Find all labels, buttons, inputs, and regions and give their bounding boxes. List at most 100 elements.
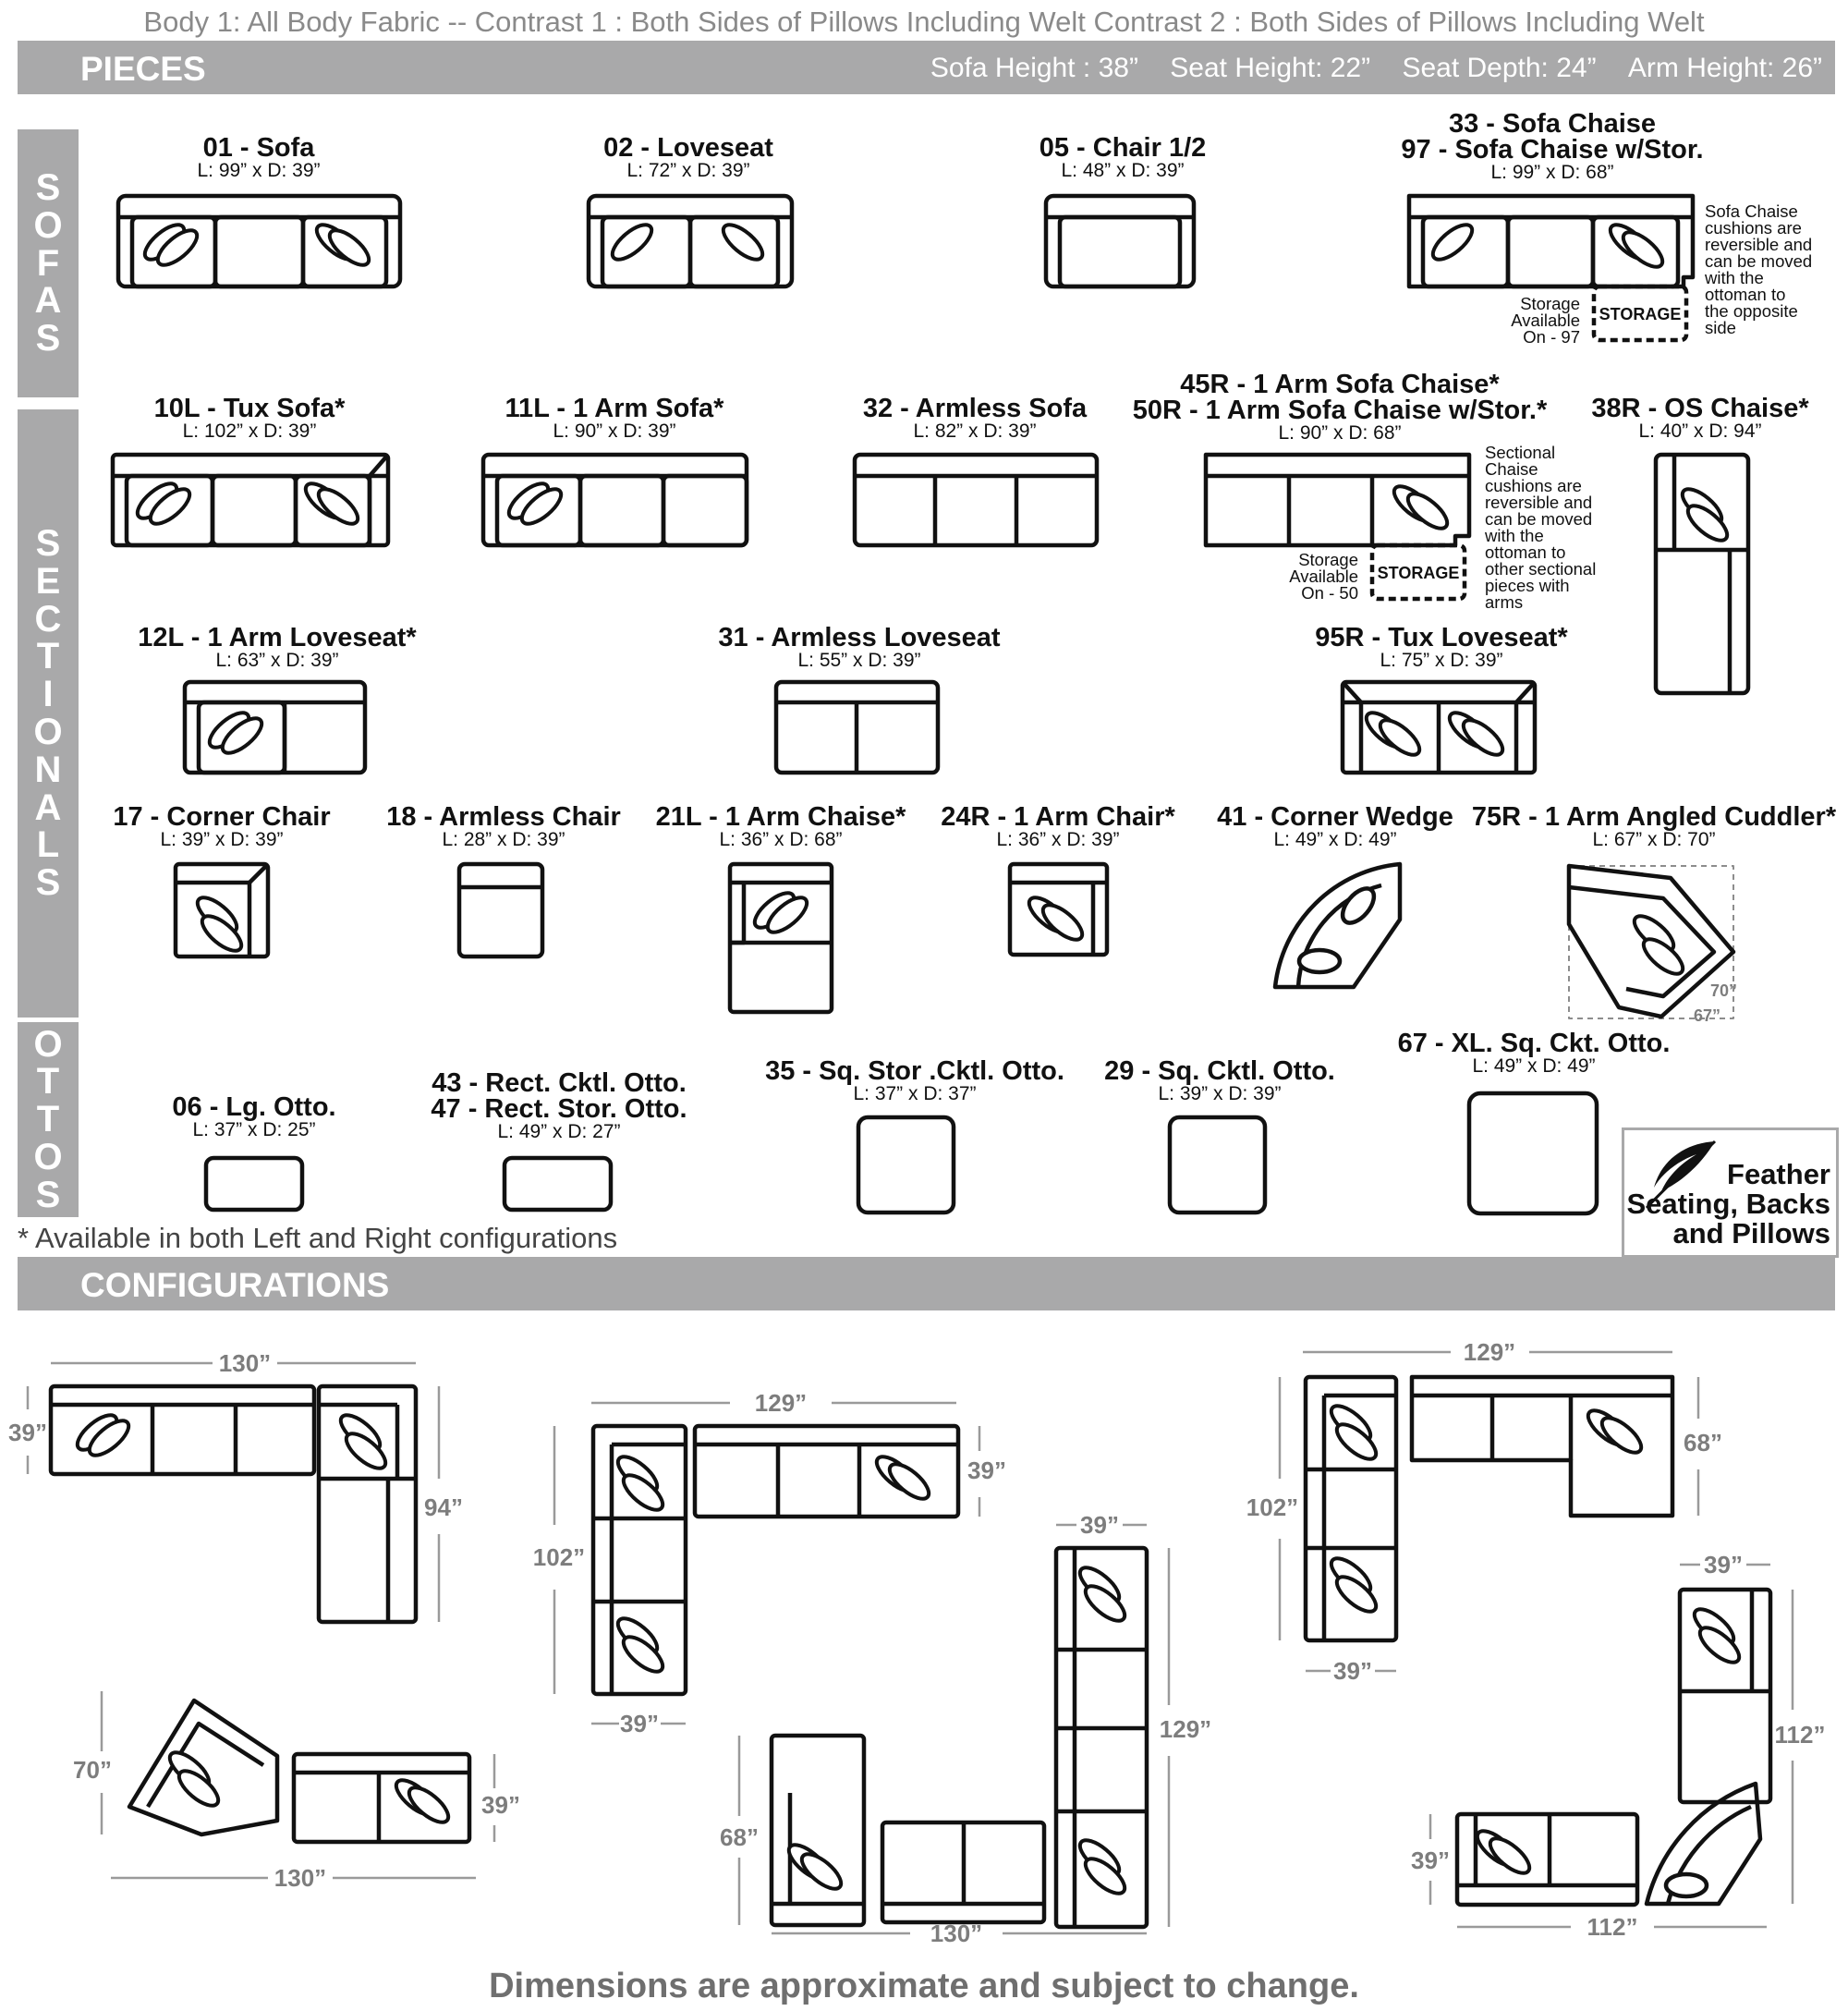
config-1-height: 94” xyxy=(424,1493,463,1521)
diagram-12l-one-arm-loveseat xyxy=(182,679,368,775)
config-5 xyxy=(769,1545,1149,1930)
config-3-height: 102” xyxy=(1246,1493,1298,1521)
config-5-top: 39” xyxy=(1080,1511,1119,1539)
feather-line-1: Feather xyxy=(1727,1158,1830,1190)
config-6-width: 112” xyxy=(1587,1913,1638,1941)
diagram-01-sofa xyxy=(116,193,403,289)
config-2 xyxy=(590,1423,961,1697)
fabric-note: Body 1: All Body Fabric -- Contrast 1 : … xyxy=(143,6,1705,38)
config-5-height: 129” xyxy=(1160,1715,1211,1743)
piece-21l: 21L - 1 Arm Chaise*L: 36” x D: 68” xyxy=(655,802,906,850)
disclaimer: Dimensions are approximate and subject t… xyxy=(489,1967,1359,2005)
diagram-38r-os-chaise xyxy=(1653,452,1751,696)
diagram-11l-one-arm-sofa xyxy=(480,452,749,548)
cuddler-dim-70: 70” xyxy=(1710,981,1737,1000)
cuddler-dim-67: 67” xyxy=(1694,1006,1720,1025)
config-2-height: 102” xyxy=(533,1543,585,1571)
configurations-title: CONFIGURATIONS xyxy=(80,1266,390,1304)
piece-67: 67 - XL. Sq. Ckt. Otto.L: 49” x D: 49” xyxy=(1397,1029,1671,1077)
sofa-specs: Sofa Height : 38” Seat Height: 22” Seat … xyxy=(906,53,1822,84)
piece-11l: 11L - 1 Arm Sofa*L: 90” x D: 39” xyxy=(505,394,724,442)
configurations-bar: CONFIGURATIONS xyxy=(18,1257,1835,1310)
diagram-95r-tux-loveseat xyxy=(1340,679,1538,775)
config-2-depth: 39” xyxy=(967,1456,1006,1484)
config-4-height: 70” xyxy=(73,1756,112,1784)
config-6-top: 39” xyxy=(1704,1551,1743,1578)
availability-note: * Available in both Left and Right confi… xyxy=(18,1222,618,1254)
config-4 xyxy=(127,1698,472,1845)
diagram-24r-one-arm-chair xyxy=(1007,861,1110,957)
spec-seat-depth: Seat Depth: 24” xyxy=(1402,53,1597,83)
diagram-67-otto xyxy=(1466,1091,1599,1216)
config-1-depth: 39” xyxy=(8,1419,47,1446)
diagram-45r-sofa-chaise xyxy=(1203,452,1472,602)
diagram-17-corner-chair xyxy=(173,861,271,957)
config-4-width: 130” xyxy=(274,1864,326,1892)
piece-29: 29 - Sq. Cktl. Otto.L: 39” x D: 39” xyxy=(1104,1056,1335,1104)
piece-12l: 12L - 1 Arm Loveseat*L: 63” x D: 39” xyxy=(138,623,417,671)
config-3-depth: 68” xyxy=(1684,1429,1722,1456)
diagram-18-armless-chair xyxy=(456,861,545,959)
piece-45r-50r: 45R - 1 Arm Sofa Chaise*50R - 1 Arm Sofa… xyxy=(1132,370,1548,444)
diagram-32-armless-sofa xyxy=(852,452,1100,548)
config-3-width: 129” xyxy=(1464,1338,1515,1366)
diagram-21l-one-arm-chaise xyxy=(727,861,834,1015)
pieces-title: PIECES xyxy=(80,50,206,88)
storage-label-97: STORAGE xyxy=(1599,305,1682,323)
spec-seat-height: Seat Height: 22” xyxy=(1170,53,1371,83)
diagram-33-sofa-chaise xyxy=(1406,193,1696,343)
config-5-left: 68” xyxy=(720,1823,759,1851)
diagram-35-otto xyxy=(856,1115,956,1215)
diagram-43-otto xyxy=(502,1155,614,1213)
diagram-29-otto xyxy=(1167,1115,1268,1215)
feather-line-3: and Pillows xyxy=(1672,1217,1830,1249)
piece-38r: 38R - OS Chaise*L: 40” x D: 94” xyxy=(1591,394,1809,442)
config-3 xyxy=(1303,1374,1675,1643)
config-4-depth: 39” xyxy=(481,1791,520,1819)
piece-24r: 24R - 1 Arm Chair*L: 36” x D: 39” xyxy=(941,802,1175,850)
config-3-bottom: 39” xyxy=(1333,1657,1372,1685)
config-2-bottom: 39” xyxy=(620,1710,659,1737)
piece-06: 06 - Lg. Otto.L: 37” x D: 25” xyxy=(172,1092,336,1140)
feather-line-2: Seating, Backs xyxy=(1626,1188,1830,1220)
spec-arm-height: Arm Height: 26” xyxy=(1627,53,1822,83)
diagram-05-chair xyxy=(1043,193,1197,289)
diagram-02-loveseat xyxy=(586,193,795,289)
config-6-height: 112” xyxy=(1775,1721,1826,1749)
config-6 xyxy=(1454,1587,1773,1907)
pieces-bar: PIECES Sofa Height : 38” Seat Height: 22… xyxy=(18,41,1835,94)
piece-75r: 75R - 1 Arm Angled Cuddler*L: 67” x D: 7… xyxy=(1471,802,1837,850)
piece-43-47: 43 - Rect. Cktl. Otto.47 - Rect. Stor. O… xyxy=(431,1068,687,1142)
config-1 xyxy=(48,1383,419,1625)
storage-label-50: STORAGE xyxy=(1378,564,1460,582)
config-2-width: 129” xyxy=(755,1389,807,1417)
config-5-width: 130” xyxy=(930,1920,982,1947)
feather-badge: Feather Seating, Backs and Pillows xyxy=(1622,1127,1839,1258)
config-6-left: 39” xyxy=(1411,1846,1450,1874)
config-1-width: 130” xyxy=(219,1349,271,1377)
diagram-10l-tux-sofa xyxy=(110,452,391,548)
piece-95r: 95R - Tux Loveseat*L: 75” x D: 39” xyxy=(1315,623,1568,671)
piece-35: 35 - Sq. Stor .Cktl. Otto.L: 37” x D: 37… xyxy=(765,1056,1064,1104)
diagram-75r-angled-cuddler xyxy=(1566,863,1736,1019)
diagram-31-armless-loveseat xyxy=(773,679,941,775)
diagram-06-otto xyxy=(203,1155,305,1213)
spec-sofa-height: Sofa Height : 38” xyxy=(930,53,1138,83)
piece-10l: 10L - Tux Sofa*L: 102” x D: 39” xyxy=(153,394,346,442)
